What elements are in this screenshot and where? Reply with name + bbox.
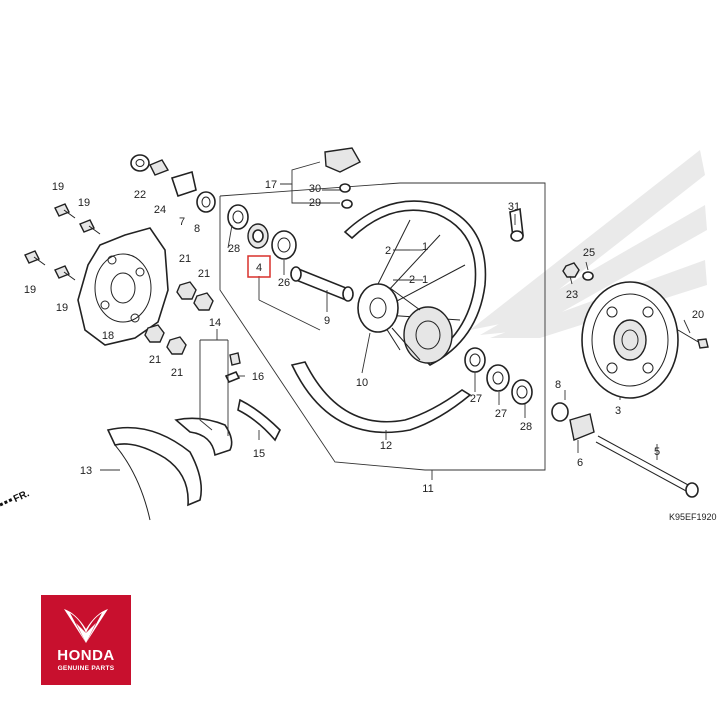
- axle-and-adjusters: [551, 402, 699, 498]
- callout-20: 20: [692, 309, 704, 321]
- callout-numbers: 1 1 2 2 3 4 5 6 7 8 8 9 10 11 12 13 14 1…: [24, 179, 704, 495]
- callout-19: 19: [52, 181, 64, 193]
- callout-15: 15: [253, 448, 265, 460]
- callout-21: 21: [171, 367, 183, 379]
- callout-27: 27: [470, 393, 482, 405]
- callout-30: 30: [309, 183, 321, 195]
- callout-17: 17: [265, 179, 277, 191]
- callout-31: 31: [508, 201, 520, 213]
- callout-2: 2: [409, 274, 415, 286]
- callout-24: 24: [154, 204, 166, 216]
- disc-guard-parts: [106, 352, 281, 521]
- rear-sprocket: [581, 281, 679, 399]
- callout-19: 19: [56, 302, 68, 314]
- callout-9: 9: [324, 315, 330, 327]
- callout-19: 19: [78, 197, 90, 209]
- callout-2: 2: [385, 245, 391, 257]
- callout-3: 3: [615, 405, 621, 417]
- callout-1: 1: [422, 241, 428, 253]
- callout-7: 7: [179, 216, 185, 228]
- direction-label: FR.: [12, 488, 31, 505]
- callout-18: 18: [102, 330, 114, 342]
- callout-8: 8: [555, 379, 561, 391]
- callout-28: 28: [228, 243, 240, 255]
- axle-sleeve: [290, 266, 354, 302]
- hub-right-bearings: [464, 347, 533, 405]
- callout-21: 21: [179, 253, 191, 265]
- callout-29: 29: [309, 197, 321, 209]
- brake-disc: [77, 227, 169, 346]
- leader-lines: [100, 161, 691, 480]
- callout-12: 12: [380, 440, 392, 452]
- front-direction-indicator: FR.: [0, 488, 31, 507]
- callout-25: 25: [583, 247, 595, 259]
- logo-brand: HONDA: [57, 647, 115, 664]
- honda-genuine-parts-logo: HONDA GENUINE PARTS: [41, 595, 131, 685]
- callout-21: 21: [149, 354, 161, 366]
- rim-band: [290, 361, 472, 434]
- callout-26: 26: [278, 277, 290, 289]
- callout-27: 27: [495, 408, 507, 420]
- bolts-19: [24, 203, 101, 281]
- nuts-21: [144, 281, 214, 355]
- highlight-box: [247, 255, 271, 278]
- callout-13: 13: [80, 465, 92, 477]
- sprocket-fasteners: [562, 262, 709, 349]
- diagram-code: K95EF1920: [669, 512, 717, 522]
- callout-4: 4: [256, 262, 262, 274]
- wheel-hub: [357, 283, 453, 364]
- rim-lock-parts: [324, 147, 524, 242]
- callout-14: 14: [209, 317, 221, 329]
- callout-16: 16: [252, 371, 264, 383]
- callout-21: 21: [198, 268, 210, 280]
- assembly-frame: [219, 182, 546, 471]
- callout-6: 6: [577, 457, 583, 469]
- callout-1: 1: [422, 274, 428, 286]
- callout-28: 28: [520, 421, 532, 433]
- callout-10: 10: [356, 377, 368, 389]
- callout-8: 8: [194, 223, 200, 235]
- honda-wing-icon: [64, 609, 108, 643]
- callout-19: 19: [24, 284, 36, 296]
- callout-22: 22: [134, 189, 146, 201]
- callout-11: 11: [422, 483, 433, 495]
- callout-23: 23: [566, 289, 578, 301]
- callout-5: 5: [654, 446, 660, 458]
- small-parts-top-left: [130, 154, 216, 213]
- logo-subtitle: GENUINE PARTS: [57, 665, 115, 672]
- hub-left-parts: [227, 204, 297, 260]
